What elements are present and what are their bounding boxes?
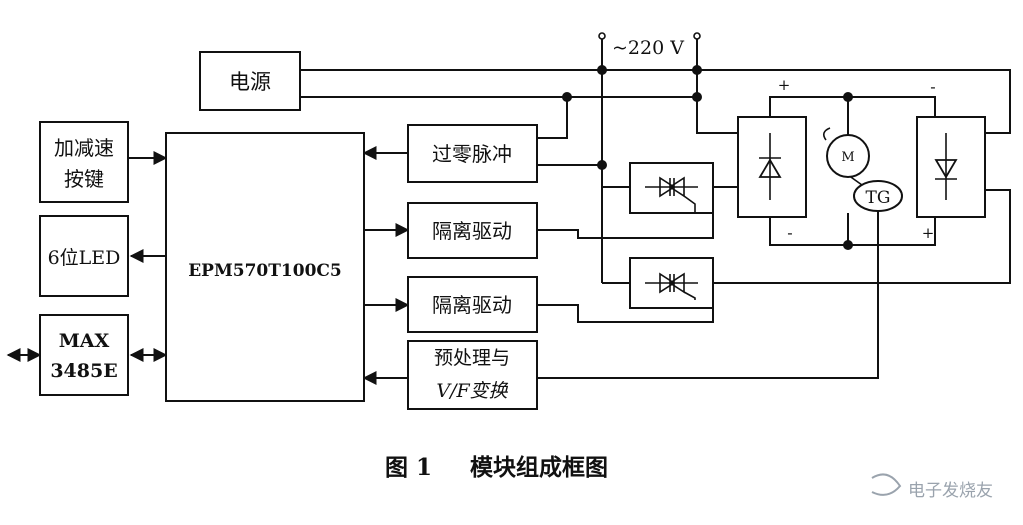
bus-minus-left: - [787, 223, 792, 242]
rectifier-bridge-left [737, 116, 807, 218]
junction-dot [843, 92, 853, 102]
junction-dots [562, 65, 853, 250]
power-line-top [300, 69, 1011, 134]
zero-cross-tap-1 [537, 97, 568, 139]
motor-circle [826, 134, 870, 178]
preproc-vf-block: 预处理与 V/F变换 [407, 340, 538, 410]
preproc-label-line1: 预处理与 [434, 347, 510, 369]
dc-bus-top [769, 96, 936, 117]
cpld-label: EPM570T100C5 [188, 261, 342, 281]
iso-drive-2-label: 隔离驱动 [432, 293, 512, 317]
iso-drive-1-gate [537, 211, 714, 239]
ac-terminal-left [598, 32, 606, 40]
iso-drive-2-block: 隔离驱动 [407, 276, 538, 333]
max3485e-block: MAX 3485E [39, 314, 129, 396]
max-label-line1: MAX [59, 330, 110, 352]
accel-keys-label-line2: 按键 [64, 167, 104, 191]
tg-ellipse [853, 180, 903, 212]
triac-2 [629, 257, 714, 309]
junction-dot [562, 92, 572, 102]
zero-cross-label: 过零脉冲 [432, 142, 512, 166]
max-label-line2: 3485E [50, 360, 117, 382]
ac-to-bridge [696, 97, 738, 134]
dc-bus-bottom [769, 217, 936, 246]
tg-label: TG [866, 188, 891, 208]
junction-dot [597, 65, 607, 75]
led-label: 6位LED [48, 247, 121, 269]
watermark: 电子发烧友 [871, 473, 993, 501]
ac-terminal-right [693, 32, 701, 40]
zero-cross-block: 过零脉冲 [407, 124, 538, 183]
led-block: 6位LED [39, 215, 129, 297]
tg-feedback-line [537, 210, 879, 379]
triac2-out [713, 189, 1011, 284]
motor: M [822, 127, 870, 178]
bus-plus-left: + [778, 76, 791, 94]
tachogenerator: TG [853, 180, 903, 212]
rectifier-bridge-right [916, 116, 986, 218]
accel-keys-label-line1: 加减速 [54, 136, 114, 160]
junction-dot [597, 160, 607, 170]
figure-number: 图 1 [385, 454, 432, 481]
junction-dot [692, 92, 702, 102]
watermark-logo [871, 473, 902, 496]
power-block: 电源 [199, 51, 301, 111]
figure-title: 模块组成框图 [470, 454, 608, 481]
iso-drive-1-block: 隔离驱动 [407, 202, 538, 259]
motor-label: M [841, 150, 854, 165]
iso-drive-1-label: 隔离驱动 [432, 219, 512, 243]
accel-keys-block: 加减速 按键 [39, 121, 129, 203]
junction-dot [692, 65, 702, 75]
power-label: 电源 [229, 70, 271, 94]
bus-minus-right: - [930, 77, 935, 96]
preproc-label-line2: V/F变换 [436, 380, 508, 402]
supply-voltage-label: ~220 V [612, 37, 684, 59]
bus-plus-right: + [922, 224, 935, 242]
triac-1 [629, 162, 714, 214]
cpld-block: EPM570T100C5 [165, 132, 365, 402]
watermark-text: 电子发烧友 [908, 481, 993, 501]
junction-dot [843, 240, 853, 250]
